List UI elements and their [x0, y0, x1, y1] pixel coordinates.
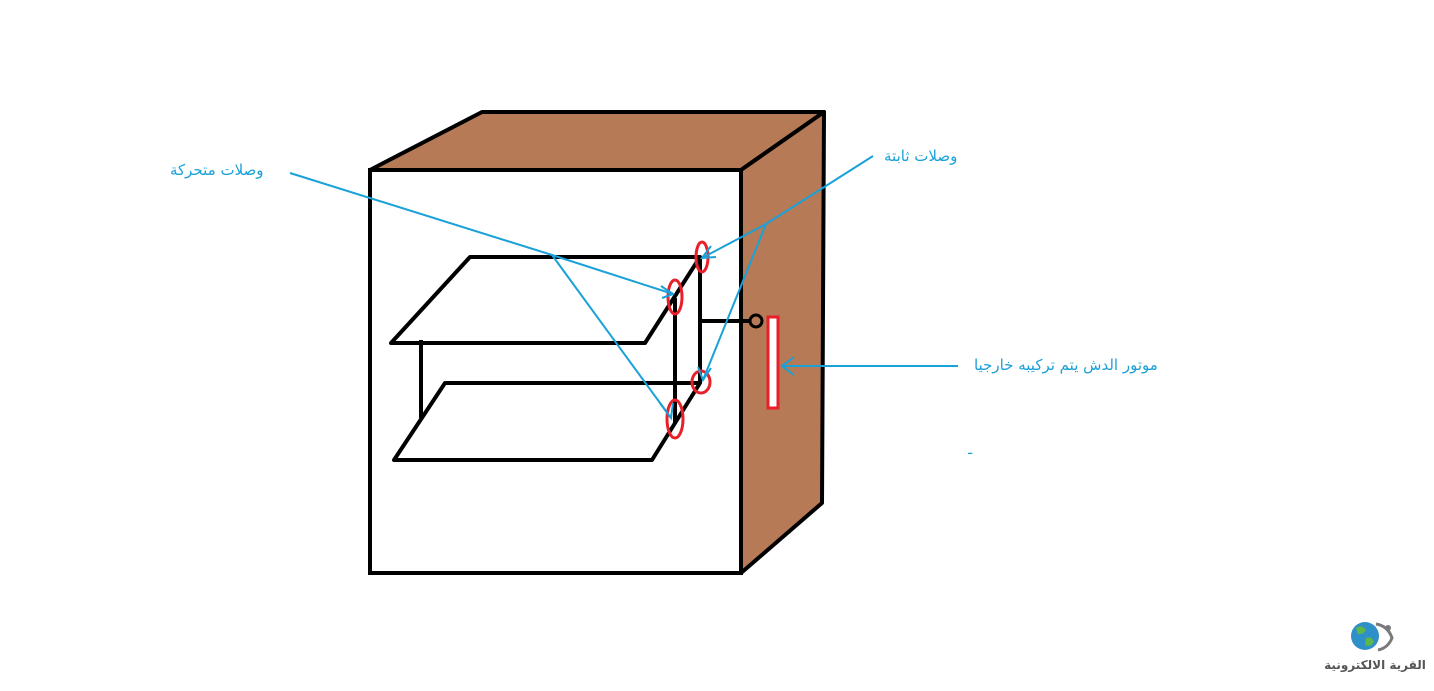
logo-text: القرية الالكترونية — [1324, 658, 1426, 672]
site-logo: القرية الالكترونية — [1320, 618, 1430, 688]
box-side-face — [739, 110, 826, 575]
stray-mark: ـ — [967, 442, 973, 458]
upper-plate — [389, 255, 702, 345]
moving-joint-upper — [666, 278, 684, 316]
lower-plate — [392, 381, 702, 462]
moving-joints-pointers — [289, 172, 676, 421]
moving-joints-label: وصلات متحركة — [170, 161, 264, 179]
shaft-bearing — [748, 313, 764, 329]
fixed-joints-label: وصلات ثابتة — [884, 147, 958, 165]
globe-icon — [1351, 622, 1394, 652]
fixed-joint-lower — [690, 369, 712, 395]
motor-body — [766, 315, 780, 410]
motor-label: موتور الدش يتم تركيبه خارجيا — [974, 356, 1158, 374]
motor-pointer — [780, 356, 958, 376]
fixed-joints-pointers — [697, 155, 874, 383]
box-front-face — [368, 168, 743, 575]
moving-joint-lower — [665, 398, 685, 440]
